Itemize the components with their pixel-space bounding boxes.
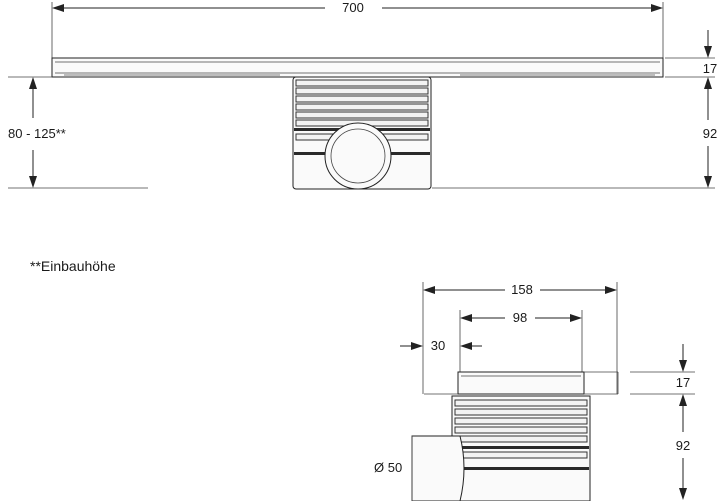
height-92-label: 92 xyxy=(703,126,717,141)
width-700-label: 700 xyxy=(342,0,364,15)
width-98-label: 98 xyxy=(513,310,527,325)
side-body-ribs xyxy=(453,399,589,470)
side-thickness-17-label: 17 xyxy=(676,375,690,390)
thickness-17-label: 17 xyxy=(703,61,717,76)
width-158-label: 158 xyxy=(511,282,533,297)
offset-30-label: 30 xyxy=(431,338,445,353)
side-view: 158 98 30 17 92 xyxy=(374,282,695,501)
installation-height-note: **Einbauhöhe xyxy=(30,258,116,274)
side-height-92-label: 92 xyxy=(676,438,690,453)
front-view: 700 17 92 80 - 125** xyxy=(8,0,717,190)
install-height-label: 80 - 125** xyxy=(8,126,66,141)
outlet-diameter-label: Ø 50 xyxy=(374,460,402,475)
